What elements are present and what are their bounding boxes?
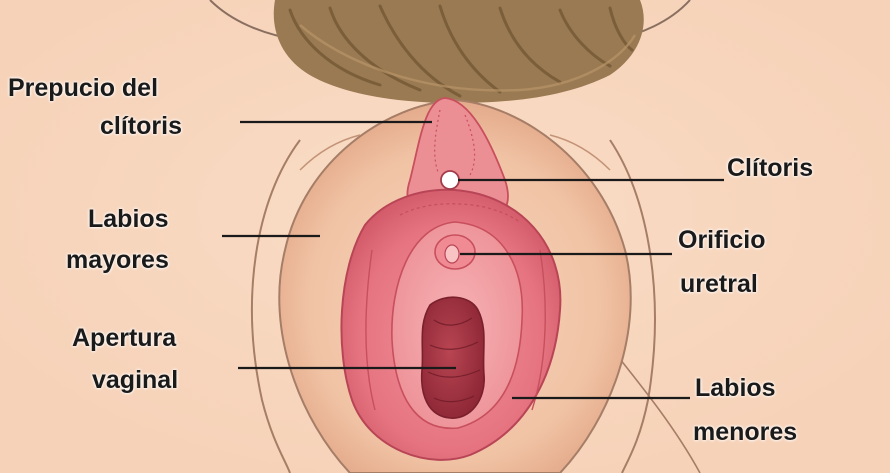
label-minora-line2: menores [693, 416, 797, 449]
label-minora-line1: Labios [695, 372, 776, 405]
label-vaginal-line2: vaginal [92, 364, 178, 397]
label-clitoris: Clítoris [727, 152, 813, 185]
label-prepuce-line2: clítoris [100, 110, 182, 143]
vaginal-opening [422, 297, 484, 418]
label-urethral-line1: Orificio [678, 224, 766, 257]
label-majora-line2: mayores [66, 244, 169, 277]
clitoris-glans [441, 171, 459, 189]
label-vaginal-line1: Apertura [72, 322, 176, 355]
label-prepuce-line1: Prepucio del [8, 72, 158, 105]
label-urethral-line2: uretral [680, 268, 758, 301]
urethral-orifice [445, 245, 459, 263]
label-majora-line1: Labios [88, 203, 169, 236]
